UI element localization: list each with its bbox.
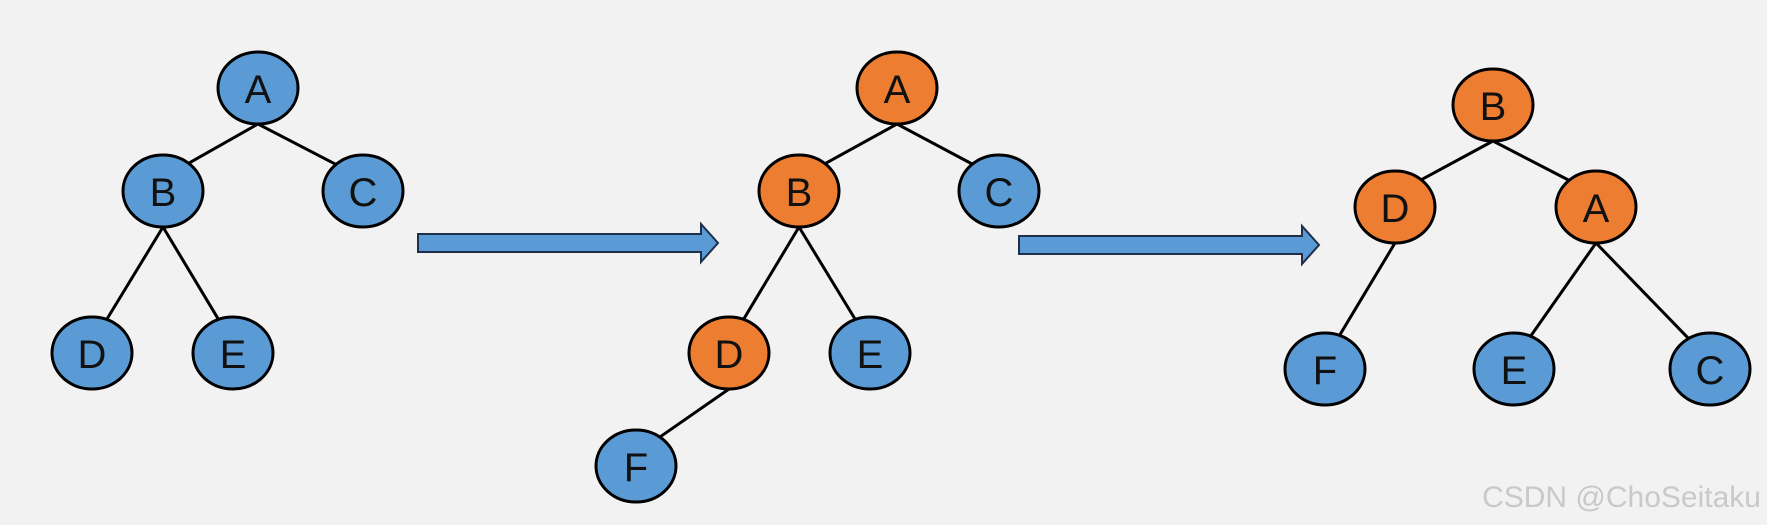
node-d: D [1353, 169, 1437, 245]
node-a: A [855, 50, 939, 126]
node-ellipse [191, 315, 275, 391]
node-e: E [191, 315, 275, 391]
node-c: C [1668, 331, 1752, 407]
edge-b-d [742, 226, 801, 321]
tree-3: B D A F E C [1283, 67, 1752, 407]
node-ellipse [828, 315, 912, 391]
node-label: A [1583, 187, 1610, 231]
node-f: F [594, 428, 678, 504]
edge-d-f [1338, 242, 1397, 337]
node-label: D [1381, 187, 1410, 231]
node-label: E [220, 333, 247, 377]
node-ellipse [757, 153, 841, 229]
node-label: B [1480, 85, 1507, 129]
edge-d-f [658, 387, 730, 439]
edge-b-d [1420, 139, 1494, 182]
node-b: B [121, 153, 205, 229]
edge-a-c [1594, 241, 1690, 340]
node-label: A [245, 68, 272, 112]
node-ellipse [216, 50, 300, 126]
node-ellipse [50, 315, 134, 391]
node-label: C [349, 171, 378, 215]
node-ellipse [957, 153, 1041, 229]
node-label: E [857, 333, 884, 377]
node-f: F [1283, 331, 1367, 407]
node-c: C [321, 153, 405, 229]
node-b: B [1451, 67, 1535, 143]
node-ellipse [855, 50, 939, 126]
node-label: F [624, 446, 648, 490]
node-ellipse [1668, 331, 1752, 407]
edge-a-b [824, 122, 898, 165]
node-label: B [786, 171, 813, 215]
node-b: B [757, 153, 841, 229]
node-ellipse [687, 315, 771, 391]
node-label: F [1313, 349, 1337, 393]
node-label: C [985, 171, 1014, 215]
node-e: E [1472, 331, 1556, 407]
edge-a-c [896, 122, 974, 166]
node-a: A [216, 50, 300, 126]
node-c: C [957, 153, 1041, 229]
node-label: B [150, 171, 177, 215]
node-a: A [1554, 169, 1638, 245]
node-ellipse [1472, 331, 1556, 407]
node-d: D [687, 315, 771, 391]
node-label: A [884, 68, 911, 112]
node-ellipse [594, 428, 678, 504]
node-label: C [1696, 349, 1725, 393]
node-label: D [78, 333, 107, 377]
edge-a-c [257, 122, 337, 166]
node-ellipse [1283, 331, 1367, 407]
tree-1: A B C D E [50, 50, 405, 391]
edge-b-a [1492, 139, 1570, 182]
node-ellipse [1554, 169, 1638, 245]
edge-a-b [187, 122, 259, 165]
edge-b-d [105, 226, 165, 321]
node-label: D [715, 333, 744, 377]
node-ellipse [121, 153, 205, 229]
right-arrow-icon-2 [1018, 223, 1321, 267]
watermark: CSDN @ChoSeitaku [1482, 481, 1761, 514]
node-e: E [828, 315, 912, 391]
edge-a-e [1529, 242, 1598, 338]
right-arrow-icon-1 [417, 221, 720, 265]
edge-b-e [797, 226, 857, 321]
node-ellipse [1451, 67, 1535, 143]
node-label: E [1501, 349, 1528, 393]
node-ellipse [1353, 169, 1437, 245]
node-d: D [50, 315, 134, 391]
tree-2: A B C D E F [594, 50, 1041, 504]
edge-b-e [161, 226, 220, 321]
node-ellipse [321, 153, 405, 229]
